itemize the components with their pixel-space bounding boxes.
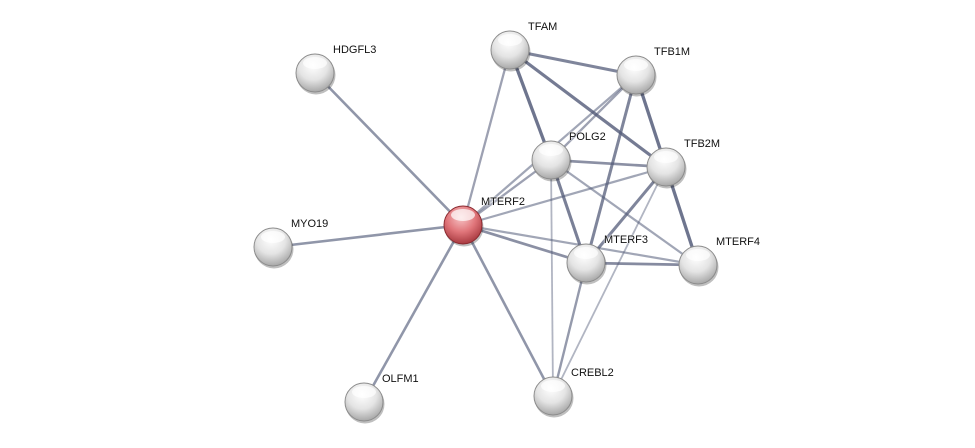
edge-mterf2-olfm1[interactable] bbox=[362, 224, 465, 403]
edge-mterf3-crebl2[interactable] bbox=[551, 262, 588, 397]
edge-mterf2-tfam[interactable] bbox=[461, 49, 512, 226]
node-label-crebl2: CREBL2 bbox=[571, 367, 614, 379]
edge-tfb1m-polg2[interactable] bbox=[550, 74, 637, 161]
edge-polg2-mterf4[interactable] bbox=[550, 159, 699, 266]
node-label-mterf2: MTERF2 bbox=[481, 196, 525, 208]
node-mterf4[interactable] bbox=[678, 245, 719, 287]
edge-tfb2m-mterf3[interactable] bbox=[584, 166, 668, 264]
node-label-olfm1: OLFM1 bbox=[382, 373, 419, 385]
edge-tfam-tfb2m[interactable] bbox=[509, 48, 667, 169]
edge-mterf2-mterf3[interactable] bbox=[462, 223, 587, 265]
node-label-mterf3: MTERF3 bbox=[604, 234, 648, 246]
edge-polg2-crebl2[interactable] bbox=[550, 159, 554, 397]
edge-mterf2-hdgfl3[interactable] bbox=[314, 72, 464, 226]
edge-tfam-tfb1m[interactable] bbox=[509, 48, 637, 77]
edge-mterf2-myo19[interactable] bbox=[272, 223, 464, 249]
node-polg2[interactable] bbox=[531, 140, 572, 182]
edge-tfb2m-crebl2[interactable] bbox=[552, 166, 667, 397]
node-label-polg2: POLG2 bbox=[569, 131, 606, 143]
node-label-tfb1m: TFB1M bbox=[654, 46, 691, 58]
node-label-tfb2m: TFB2M bbox=[684, 138, 721, 150]
node-label-tfam: TFAM bbox=[528, 21, 558, 33]
node-tfb2m[interactable] bbox=[646, 147, 687, 189]
edge-mterf2-crebl2[interactable] bbox=[461, 224, 555, 397]
node-myo19[interactable] bbox=[253, 227, 294, 269]
edge-tfam-polg2[interactable] bbox=[508, 49, 553, 161]
node-label-myo19: MYO19 bbox=[291, 218, 329, 230]
node-mterf3[interactable] bbox=[566, 243, 607, 285]
edge-tfb1m-mterf3[interactable] bbox=[584, 74, 638, 264]
node-hdgfl3[interactable] bbox=[295, 53, 336, 95]
node-label-mterf4: MTERF4 bbox=[716, 236, 760, 248]
node-crebl2[interactable] bbox=[533, 376, 574, 418]
node-olfm1[interactable] bbox=[344, 382, 385, 424]
node-tfb1m[interactable] bbox=[616, 55, 657, 97]
node-label-hdgfl3: HDGFL3 bbox=[333, 44, 377, 56]
node-mterf2[interactable] bbox=[443, 205, 484, 247]
node-tfam[interactable] bbox=[490, 30, 531, 72]
